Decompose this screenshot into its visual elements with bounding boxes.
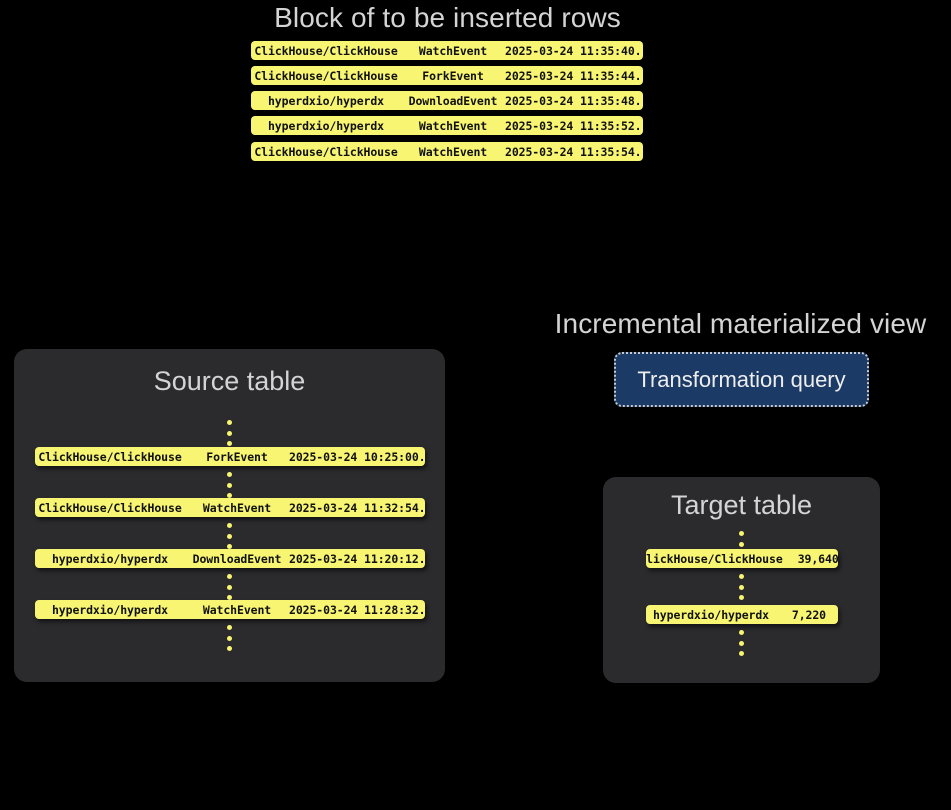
- transformation-query-box[interactable]: Transformation query: [614, 352, 869, 407]
- row-repo: hyperdxio/hyperdx: [267, 93, 384, 108]
- row-ellipsis: ...: [634, 144, 643, 159]
- row-count: 7,220: [791, 607, 826, 622]
- source-table-row: ClickHouse/ClickHouse WatchEvent 2025-03…: [35, 498, 425, 517]
- vertical-ellipsis-icon: [739, 574, 744, 600]
- row-repo: ClickHouse/ClickHouse: [254, 68, 398, 83]
- vertical-ellipsis-icon: [227, 523, 232, 549]
- row-ellipsis: ...: [634, 118, 643, 133]
- row-event: DownloadEvent: [408, 93, 498, 108]
- row-timestamp: 2025-03-24 11:35:44: [505, 68, 635, 83]
- block-heading: Block of to be inserted rows: [274, 2, 621, 33]
- row-event: WatchEvent: [202, 602, 272, 617]
- row-count: 39,640: [797, 551, 838, 566]
- source-table-row: hyperdxio/hyperdx DownloadEvent 2025-03-…: [35, 549, 425, 568]
- block-row: ClickHouse/ClickHouse ForkEvent 2025-03-…: [251, 66, 643, 85]
- source-table-title: Source table: [153, 366, 306, 396]
- row-timestamp: 2025-03-24 10:25:00: [289, 449, 419, 464]
- row-event: WatchEvent: [202, 500, 272, 515]
- vertical-ellipsis-icon: [227, 574, 232, 600]
- row-ellipsis: ...: [418, 551, 425, 566]
- materialized-view-heading: Incremental materialized view: [554, 308, 927, 339]
- row-repo: hyperdxio/hyperdx: [51, 551, 168, 566]
- source-table-row: ClickHouse/ClickHouse ForkEvent 2025-03-…: [35, 447, 425, 466]
- target-table-row: ClickHouse/ClickHouse 39,640: [646, 549, 838, 568]
- vertical-ellipsis-icon: [227, 625, 232, 651]
- target-table-title: Target table: [670, 490, 813, 520]
- row-event: WatchEvent: [418, 43, 488, 58]
- vertical-ellipsis-icon: [739, 630, 744, 656]
- row-event: ForkEvent: [206, 449, 268, 464]
- target-table-row: hyperdxio/hyperdx 7,220: [646, 605, 838, 624]
- row-repo: ClickHouse/ClickHouse: [646, 551, 783, 566]
- row-timestamp: 2025-03-24 11:35:54: [505, 144, 635, 159]
- source-table-row: hyperdxio/hyperdx WatchEvent 2025-03-24 …: [35, 600, 425, 619]
- row-event: WatchEvent: [418, 118, 488, 133]
- target-table-card: Target table: [603, 477, 880, 683]
- row-timestamp: 2025-03-24 11:35:40: [505, 43, 635, 58]
- block-row: hyperdxio/hyperdx WatchEvent 2025-03-24 …: [251, 116, 643, 135]
- row-timestamp: 2025-03-24 11:28:32: [289, 602, 419, 617]
- row-timestamp: 2025-03-24 11:35:48: [505, 93, 635, 108]
- vertical-ellipsis-icon: [227, 472, 232, 498]
- row-ellipsis: ...: [634, 93, 643, 108]
- row-event: DownloadEvent: [192, 551, 282, 566]
- row-timestamp: 2025-03-24 11:32:54: [289, 500, 419, 515]
- row-repo: hyperdxio/hyperdx: [267, 118, 384, 133]
- row-repo: ClickHouse/ClickHouse: [38, 500, 182, 515]
- row-repo: ClickHouse/ClickHouse: [254, 43, 398, 58]
- row-repo: hyperdxio/hyperdx: [652, 607, 769, 622]
- row-ellipsis: ...: [634, 43, 643, 58]
- row-event: ForkEvent: [422, 68, 484, 83]
- row-timestamp: 2025-03-24 11:35:52: [505, 118, 635, 133]
- row-ellipsis: ...: [418, 449, 425, 464]
- block-row: ClickHouse/ClickHouse WatchEvent 2025-03…: [251, 142, 643, 161]
- row-timestamp: 2025-03-24 11:20:12: [289, 551, 419, 566]
- row-ellipsis: ...: [634, 68, 643, 83]
- row-repo: ClickHouse/ClickHouse: [38, 449, 182, 464]
- block-row: hyperdxio/hyperdx DownloadEvent 2025-03-…: [251, 91, 643, 110]
- row-event: WatchEvent: [418, 144, 488, 159]
- row-repo: hyperdxio/hyperdx: [51, 602, 168, 617]
- vertical-ellipsis-icon: [227, 420, 232, 446]
- block-row: ClickHouse/ClickHouse WatchEvent 2025-03…: [251, 41, 643, 60]
- row-ellipsis: ...: [418, 602, 425, 617]
- row-ellipsis: ...: [418, 500, 425, 515]
- row-repo: ClickHouse/ClickHouse: [254, 144, 398, 159]
